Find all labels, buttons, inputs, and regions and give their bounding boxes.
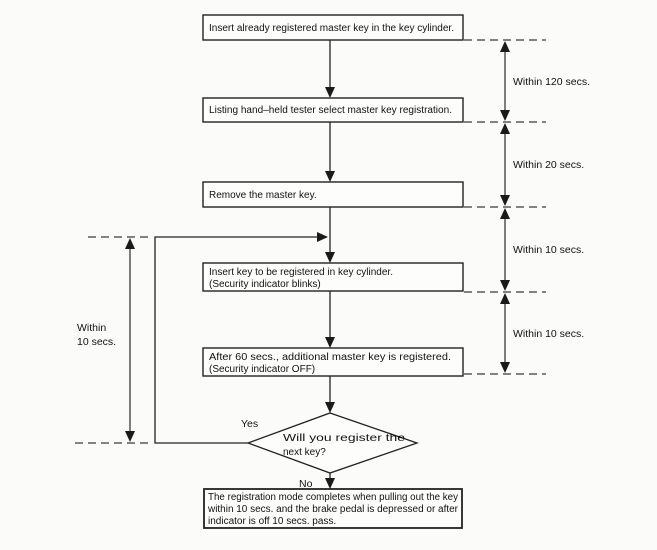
process-step-5-label-line1: After 60 secs., additional master key is… (209, 352, 451, 363)
connector-yes-loop (154, 232, 328, 444)
decision-register-next-key: Will you register the next key? (246, 412, 419, 474)
process-step-4-label-line2: (Security indicator blinks) (209, 279, 321, 290)
timing-label-right-1: Within 120 secs. (513, 76, 590, 88)
process-step-1-box (202, 14, 464, 41)
decision-label-line2: next key? (283, 447, 326, 458)
branch-label-no: No (299, 478, 313, 490)
process-step-2: Listing hand–held tester select master k… (202, 97, 464, 123)
terminal-box (203, 488, 463, 529)
process-step-5-box (202, 347, 464, 377)
timing-label-right-2: Within 20 secs. (513, 159, 584, 171)
timing-label-right-3: Within 10 secs. (513, 244, 584, 256)
branch-label-yes: Yes (241, 418, 258, 430)
terminal-step: The registration mode completes when pul… (203, 488, 463, 529)
decision-diamond (246, 412, 419, 474)
terminal-label-line2: within 10 secs. and the brake pedal is d… (207, 504, 459, 515)
process-step-3: Remove the master key. (202, 181, 464, 208)
process-step-4: Insert key to be registered in key cylin… (202, 262, 464, 292)
process-step-5: After 60 secs., additional master key is… (202, 347, 464, 377)
timing-label-right-4: Within 10 secs. (513, 328, 584, 340)
timing-label-left-line2: 10 secs. (77, 336, 116, 348)
decision-label-line1: Will you register the (283, 433, 406, 444)
process-step-3-label: Remove the master key. (209, 190, 317, 201)
process-step-4-label-line1: Insert key to be registered in key cylin… (209, 267, 393, 278)
terminal-label-line3: indicator is off 10 secs. pass. (208, 516, 336, 527)
process-step-5-label-line2: (Security indicator OFF) (209, 364, 315, 375)
process-step-2-label: Listing hand–held tester select master k… (209, 105, 452, 116)
process-step-4-box (202, 262, 464, 292)
terminal-label-line1: The registration mode completes when pul… (208, 492, 458, 503)
process-step-2-box (202, 97, 464, 123)
process-step-1: Insert already registered master key in … (202, 14, 464, 41)
timing-label-left-line1: Within (77, 322, 106, 334)
process-step-3-box (202, 181, 464, 208)
process-step-1-label: Insert already registered master key in … (209, 23, 454, 34)
